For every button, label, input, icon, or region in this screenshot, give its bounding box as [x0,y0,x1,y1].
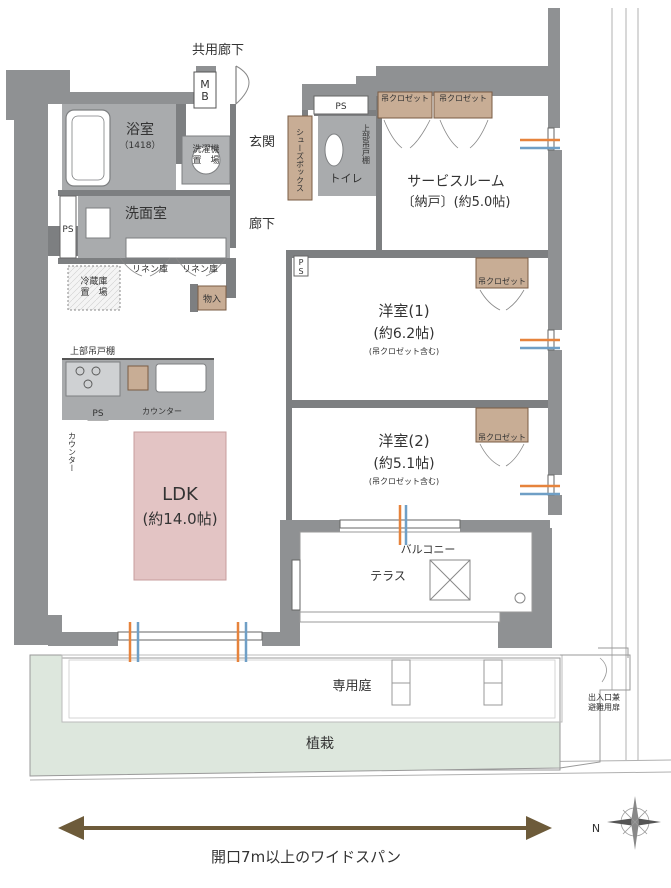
fridge-label-line-1: 冷蔵庫 [80,275,107,287]
shoe-box-label: シューズボックス [296,128,305,192]
closet-doors [119,119,525,467]
balcony-label: バルコニー [401,543,456,556]
hanging-closet-2-label: 吊クロゼット [439,93,487,103]
washroom-fixtures [78,135,231,259]
ps-left-shaft [59,195,77,259]
mb-label-line-1: M [200,78,210,91]
western-room-1-size-label: (約6.2帖) [373,326,434,342]
service-room-label: サービスルーム [407,174,505,190]
wind-flow-icon [236,622,248,662]
western-room-1-note-label: (吊クロゼット含む) [369,346,439,356]
ps-hall-line-1: P [299,258,304,267]
linen-2-label: リネン庫 [182,263,218,275]
bathroom-label: 浴室 [126,121,154,138]
ps-left-label: PS [62,225,73,235]
mb-label-line-2: B [201,90,209,103]
washroom-label: 洗面室 [125,205,167,222]
fridge-space [67,265,121,311]
ldk-size-label: (約14.0帖) [142,510,217,528]
wind-flow-icon [128,622,140,662]
counter-label: カウンター [142,407,182,416]
exit-label-line-2: 避難用扉 [588,702,620,712]
hanging-closet-group [377,91,529,443]
western-room-2-label: 洋室(2) [378,432,429,450]
wind-flow-icon [520,484,560,496]
hanging-closet-3-label: 吊クロゼット [478,276,526,286]
wind-flow-icon [520,138,560,150]
exit-label: 出入口兼避難用扉 [588,692,620,712]
western-room-2-size-label: (約5.1帖) [373,456,434,472]
counter-side-label: カウンター [68,432,77,472]
fridge-label-line-2: 置 場 [80,286,107,298]
western-room-1-label: 洋室(1) [378,302,429,320]
compass-rose-icon [607,796,661,850]
storage-label: 物入 [203,293,221,305]
toilet-fixtures [318,116,376,196]
exterior-walls [6,8,562,648]
ps-top-label: PS [335,102,346,112]
upper-cabinet-label: 上部吊戸棚 [70,345,115,357]
service-room-sub-label: 〔納戸〕(約5.0帖) [402,195,511,210]
private-garden-label: 専用庭 [332,678,371,694]
wind-flow-icon [520,338,560,350]
door-swing-icon [235,65,250,105]
stove-burner-icon [75,366,101,389]
mb-shaft [193,71,217,109]
ps-hall-line-2: S [298,267,303,276]
ps-top-shaft [313,95,369,115]
hanging-closet-1-label: 吊クロゼット [381,93,429,103]
ps-hall-shaft [293,255,309,277]
bathroom-fixtures [62,104,176,190]
bathroom-size-label: （1418） [120,140,161,151]
fridge-label: 冷蔵庫置 場 [80,275,107,298]
shoe-box [287,115,313,201]
planting-label: 植栽 [306,736,334,752]
wide-span-label: 開口7m以上のワイドスパン [211,848,401,866]
western-room-2-note-label: (吊クロゼット含む) [369,476,439,486]
common-corridor-label: 共用廊下 [192,42,244,58]
garden-area [29,647,631,777]
compass-n-label: N [592,822,600,835]
toilet-label: トイレ [330,172,363,185]
entrance-door[interactable] [235,65,250,105]
ldk-label: LDK [162,484,199,505]
ldk-dining-area [133,431,227,581]
linen-1-label: リネン庫 [132,263,168,275]
storage-closet [197,285,227,311]
terrace-label: テラス [370,569,406,583]
wide-span-arrow [58,816,552,840]
exit-label-line-1: 出入口兼 [588,692,620,702]
washer-space-line-1: 洗濯機 [192,143,219,155]
hallway-label: 廊下 [249,216,275,232]
washer-space-line-2: 置 場 [192,154,219,166]
hanging-closet-4-label: 吊クロゼット [478,432,526,442]
entrance-label: 玄関 [249,135,275,150]
door-swing-icon [599,657,607,683]
wind-flow-icon [398,505,408,545]
ps-kitchen-label: PS [92,409,103,419]
upper-shelf-toilet-label: 上部吊戸棚 [362,124,371,165]
kitchen-counter [62,358,214,420]
washer-space-label: 洗濯機置 場 [192,143,219,166]
wind-flow-icons [128,138,560,662]
terrace-area [299,531,533,623]
